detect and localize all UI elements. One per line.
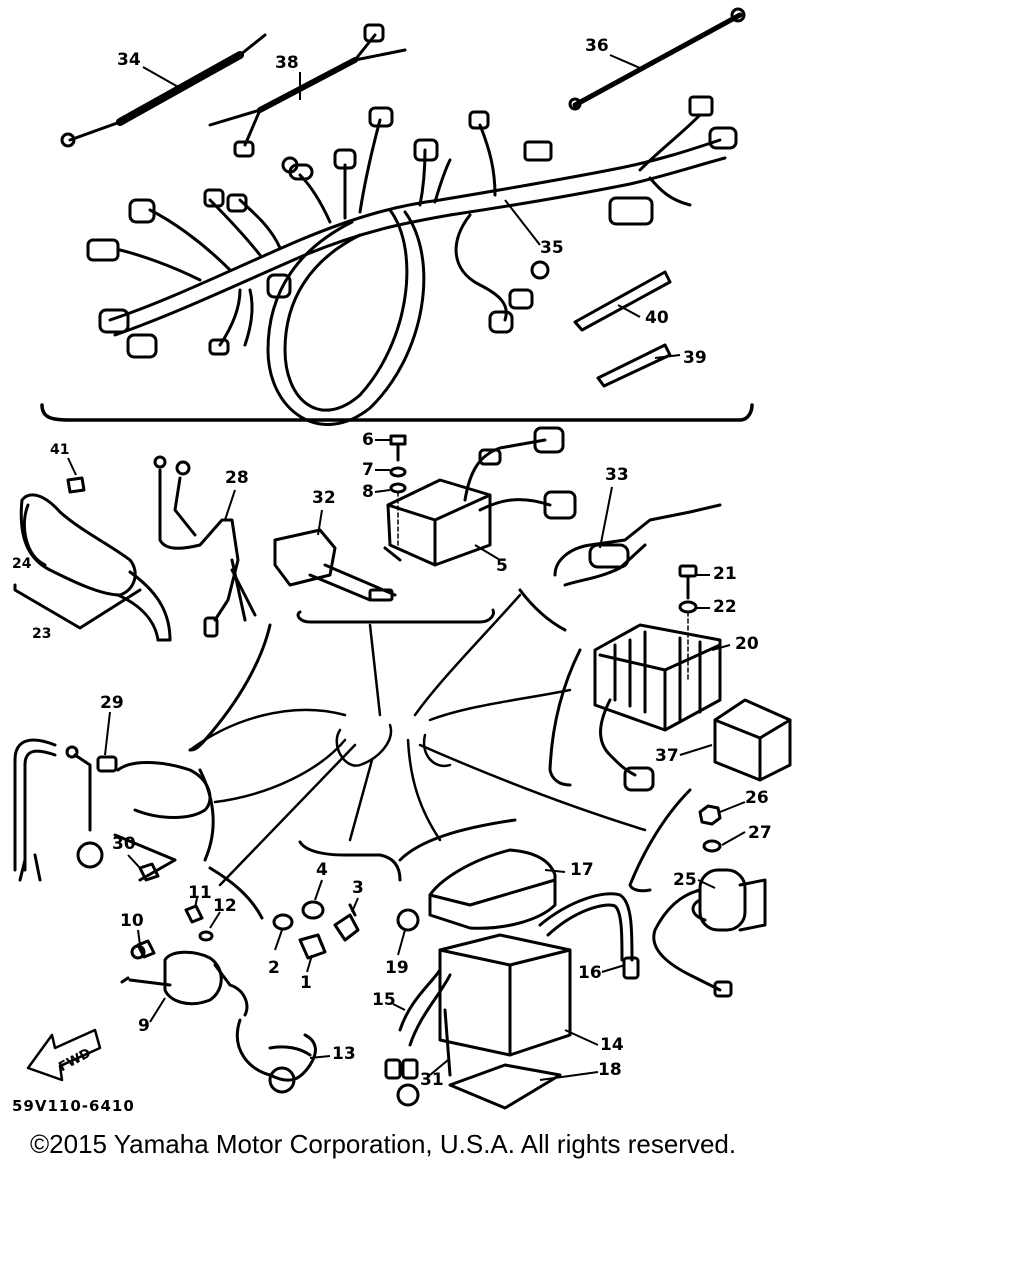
callout-8: 8 xyxy=(362,482,374,502)
ignition-coil-9 xyxy=(122,946,247,1015)
callout-29: 29 xyxy=(100,693,124,713)
callout-26: 26 xyxy=(745,788,769,808)
callout-39: 39 xyxy=(683,348,707,368)
spark-plug-cap-13 xyxy=(237,1020,315,1092)
callout-leaders xyxy=(68,55,745,1080)
screw-30 xyxy=(140,864,158,880)
callout-23: 23 xyxy=(32,626,52,642)
callout-41: 41 xyxy=(50,442,70,458)
callout-2: 2 xyxy=(268,958,280,978)
callout-22: 22 xyxy=(713,597,737,617)
battery-lead-15 xyxy=(386,970,450,1105)
callout-6: 6 xyxy=(362,430,374,450)
wire-34 xyxy=(62,35,265,146)
forward-arrow-icon xyxy=(28,1030,100,1080)
battery-lead-16 xyxy=(540,894,638,978)
switch-1 xyxy=(300,935,325,958)
grommet-19 xyxy=(398,910,418,930)
washer-22 xyxy=(680,602,696,612)
callout-31: 31 xyxy=(420,1070,444,1090)
cdi-unit-5 xyxy=(385,428,575,565)
lead-28 xyxy=(155,457,255,636)
callout-1: 1 xyxy=(300,973,312,993)
rectifier-regulator-20 xyxy=(595,625,720,790)
callout-24: 24 xyxy=(12,556,32,572)
callout-11: 11 xyxy=(188,883,212,903)
callout-27: 27 xyxy=(748,823,772,843)
battery-pad-18 xyxy=(450,1065,560,1108)
callout-38: 38 xyxy=(275,53,299,73)
cover-37 xyxy=(715,700,790,780)
bolt-21 xyxy=(680,566,696,598)
callout-36: 36 xyxy=(585,36,609,56)
callout-25: 25 xyxy=(673,870,697,890)
callout-30: 30 xyxy=(112,834,136,854)
washer-4 xyxy=(303,902,323,918)
callout-21: 21 xyxy=(713,564,737,584)
bolt-6 xyxy=(391,436,405,460)
washer-27 xyxy=(704,841,720,851)
nut-26 xyxy=(700,806,720,824)
wire-38 xyxy=(210,25,405,156)
assembly-leader-lines xyxy=(190,595,645,885)
group-bracket xyxy=(42,405,752,420)
callout-32: 32 xyxy=(312,488,336,508)
callout-12: 12 xyxy=(213,896,237,916)
callout-3: 3 xyxy=(352,878,364,898)
sub-group-brackets xyxy=(190,590,690,918)
cable-tie-39 xyxy=(598,345,670,386)
callout-18: 18 xyxy=(598,1060,622,1080)
breather-hose-31 xyxy=(445,1010,450,1075)
callout-4: 4 xyxy=(316,860,328,880)
drawing-code: 59V110-6410 xyxy=(12,1097,135,1115)
callout-34: 34 xyxy=(117,50,141,70)
washer-8 xyxy=(391,484,405,492)
callout-7: 7 xyxy=(362,460,374,480)
wire-36 xyxy=(570,9,744,109)
callout-19: 19 xyxy=(385,958,409,978)
lead-33 xyxy=(555,505,720,585)
callout-13: 13 xyxy=(332,1044,356,1064)
starter-relay-25 xyxy=(654,870,765,996)
washer-7 xyxy=(391,468,405,476)
bolt-10 xyxy=(138,941,154,957)
callout-20: 20 xyxy=(735,634,759,654)
callout-5: 5 xyxy=(496,556,508,576)
wire-harness-35 xyxy=(88,97,736,424)
callout-17: 17 xyxy=(570,860,594,880)
washer-2 xyxy=(274,915,292,929)
callout-14: 14 xyxy=(600,1035,624,1055)
callout-37: 37 xyxy=(655,746,679,766)
main-switch-24 xyxy=(15,495,170,640)
callout-35: 35 xyxy=(540,238,564,258)
callout-40: 40 xyxy=(645,308,669,328)
cable-tie-40 xyxy=(575,272,670,330)
callout-9: 9 xyxy=(138,1016,150,1036)
battery-14 xyxy=(440,935,570,1055)
battery-cover-17 xyxy=(430,850,555,928)
callout-10: 10 xyxy=(120,911,144,931)
callout-15: 15 xyxy=(372,990,396,1010)
switch-3 xyxy=(335,905,358,940)
connector-32 xyxy=(275,530,395,600)
handlebar-switch-29 xyxy=(15,740,210,880)
callout-16: 16 xyxy=(578,963,602,983)
washer-12 xyxy=(200,932,212,940)
callout-33: 33 xyxy=(605,465,629,485)
copyright-notice: ©2015 Yamaha Motor Corporation, U.S.A. A… xyxy=(30,1129,737,1159)
bolt-11 xyxy=(186,906,202,922)
part-41 xyxy=(68,478,84,492)
callout-28: 28 xyxy=(225,468,249,488)
